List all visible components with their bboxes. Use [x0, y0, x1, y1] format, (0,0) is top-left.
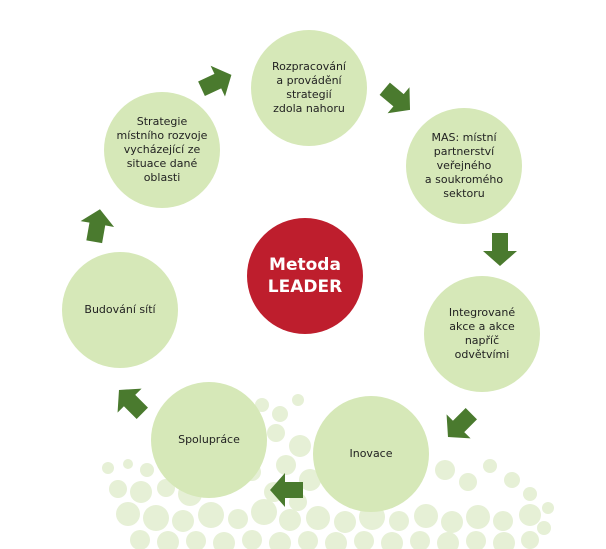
flow-arrow-icon — [80, 209, 115, 244]
decor-bubble — [466, 531, 486, 549]
decor-bubble — [542, 502, 554, 514]
decor-bubble — [228, 509, 248, 529]
flow-arrow-icon — [198, 65, 232, 97]
decor-bubble — [504, 472, 520, 488]
decor-bubble — [213, 532, 235, 549]
center-node: Metoda LEADER — [247, 218, 363, 334]
decor-bubble — [437, 532, 459, 549]
decor-bubble — [537, 521, 551, 535]
decor-bubble — [157, 531, 179, 549]
decor-bubble — [272, 406, 288, 422]
node-rozpracovani-label: Rozpracování a provádění strategií zdola… — [272, 60, 346, 115]
decor-bubble — [102, 462, 114, 474]
node-inovace: Inovace — [313, 396, 429, 512]
node-rozpracovani: Rozpracování a provádění strategií zdola… — [251, 30, 367, 146]
decor-bubble — [140, 463, 154, 477]
decor-bubble — [298, 531, 318, 549]
decor-bubble — [198, 502, 224, 528]
flow-arrow-icon — [483, 233, 517, 266]
decor-bubble — [466, 505, 490, 529]
decor-bubble — [334, 511, 356, 533]
node-spoluprace: Spolupráce — [151, 382, 267, 498]
flow-arrow-icon — [446, 408, 477, 439]
decor-bubble — [242, 530, 262, 549]
decor-bubble — [289, 435, 311, 457]
node-spoluprace-label: Spolupráce — [178, 433, 240, 446]
flow-arrow-icon — [379, 82, 411, 114]
decor-bubble — [483, 459, 497, 473]
node-budovani-siti: Budování sítí — [62, 252, 178, 368]
node-budovani-siti-label: Budování sítí — [84, 303, 156, 316]
decor-bubble — [269, 532, 291, 549]
decor-bubble — [130, 481, 152, 503]
node-integrovane: Integrované akce a akce napříč odvětvími — [424, 276, 540, 392]
decor-bubble — [414, 504, 438, 528]
node-inovace-label: Inovace — [349, 447, 393, 460]
decor-bubble — [267, 424, 285, 442]
decor-bubble — [143, 505, 169, 531]
decor-bubble — [493, 511, 513, 531]
decor-bubble — [493, 532, 515, 549]
decor-bubble — [325, 532, 347, 549]
decor-bubble — [186, 531, 206, 549]
decor-bubble — [381, 532, 403, 549]
decor-bubble — [172, 510, 194, 532]
decor-bubble — [255, 398, 269, 412]
decor-bubble — [441, 511, 463, 533]
decor-bubble — [410, 531, 430, 549]
center-node-label: Metoda LEADER — [267, 255, 343, 297]
decor-bubble — [389, 511, 409, 531]
flow-arrow-icon — [117, 388, 148, 419]
decor-bubble — [519, 504, 541, 526]
node-integrovane-label: Integrované akce a akce napříč odvětvími — [448, 306, 516, 361]
decor-bubble — [354, 531, 374, 549]
decor-bubble — [523, 487, 537, 501]
node-strategie-label: Strategie místního rozvoje vycházející z… — [116, 115, 208, 184]
decor-bubble — [130, 530, 150, 549]
decor-bubble — [459, 473, 477, 491]
decor-bubble — [276, 455, 296, 475]
node-mas-label: MAS: místní partnerství veřejného a souk… — [424, 131, 504, 200]
node-mas: MAS: místní partnerství veřejného a souk… — [406, 108, 522, 224]
decor-bubble — [123, 459, 133, 469]
decor-bubble — [251, 499, 277, 525]
decor-bubble — [109, 480, 127, 498]
decor-bubble — [116, 502, 140, 526]
decor-bubble — [292, 394, 304, 406]
decor-bubble — [435, 460, 455, 480]
decor-bubble — [306, 506, 330, 530]
decor-bubble — [299, 469, 321, 491]
node-strategie: Strategie místního rozvoje vycházející z… — [104, 92, 220, 208]
decor-bubble — [521, 531, 539, 549]
flow-arrow-icon — [270, 473, 303, 507]
decor-bubble — [279, 509, 301, 531]
